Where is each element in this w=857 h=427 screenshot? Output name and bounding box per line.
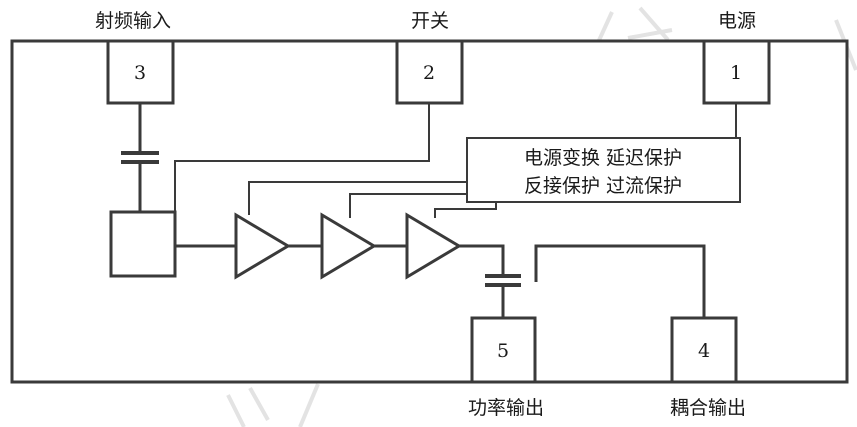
output-capacitor: [459, 244, 521, 318]
pin-4-number: 4: [698, 340, 710, 362]
bias-line-stage-2: [349, 193, 467, 218]
coupled-output-label: 耦合输出: [670, 397, 746, 419]
pin-1-number: 1: [730, 62, 742, 84]
bias-line-stage-1: [248, 181, 467, 215]
control-protection-block: [466, 137, 741, 203]
pin-2-number: 2: [423, 62, 435, 84]
switch-label: 开关: [411, 10, 449, 32]
switch-control-wire: [174, 103, 430, 212]
pin-3-box: [106, 39, 175, 105]
control-block-line-2: 反接保护 过流保护: [524, 175, 682, 197]
bias-line-stage-3: [434, 202, 497, 218]
power-output-label: 功率输出: [468, 397, 544, 419]
control-block-line-1: 电源变换 延迟保护: [524, 147, 682, 169]
amplifier-stage-2: [320, 212, 377, 280]
power-label: 电源: [718, 10, 756, 32]
pin-5-box: [470, 316, 537, 384]
pin-4-box: [670, 316, 738, 384]
coupler-line: [534, 244, 706, 318]
pin-2-box: [395, 39, 464, 105]
pin-3-number: 3: [134, 62, 146, 84]
rf-switch-block: [109, 210, 177, 278]
input-capacitor: [121, 103, 159, 212]
pin-5-number: 5: [497, 340, 509, 362]
amplifier-stage-1: [234, 212, 291, 280]
amplifier-stage-3: [405, 212, 462, 280]
rf-input-label: 射频输入: [95, 10, 171, 32]
